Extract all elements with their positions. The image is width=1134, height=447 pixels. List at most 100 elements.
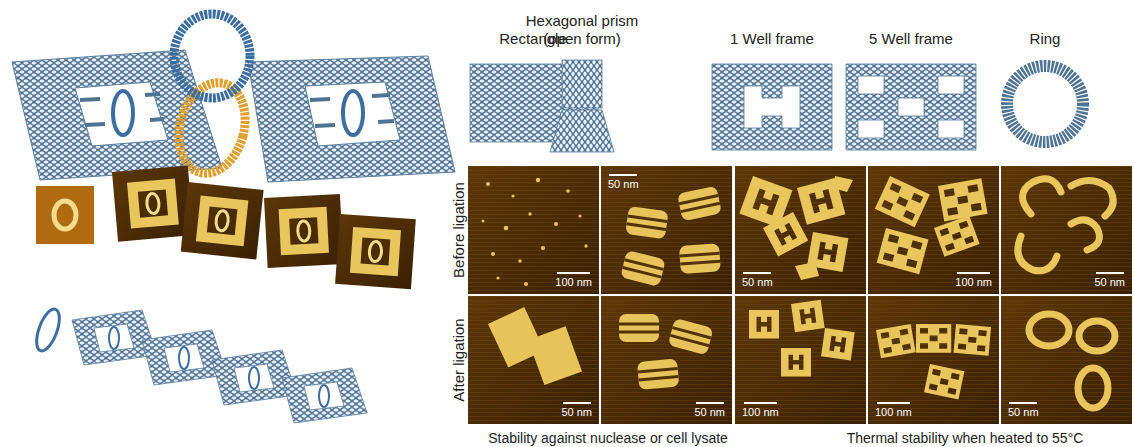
scale-label: 50 nm [694,406,725,419]
afm-image [1079,321,1115,351]
afm-image [468,166,599,294]
afm-panel: 50 nm [468,296,599,424]
afm-image [584,244,587,247]
afm-panel: 50 nm [1001,296,1132,424]
origami-frame [343,91,363,135]
afm-panel: 100 nm [868,296,999,424]
afm-stack [181,182,264,260]
scale-bar [557,272,590,274]
afm-stack [264,194,344,268]
afm-panel: 50 nm [735,166,866,294]
column-header: Hexagonal prism (open form) [517,12,647,48]
catenane-rings [169,75,255,180]
afm-image [528,326,582,385]
afm-image [795,176,853,280]
scale-bar [696,402,724,404]
afm-image [486,182,490,186]
afm-stack [335,214,416,289]
afm-image [541,246,545,250]
scale-bar [877,402,910,404]
afm-panel: 50 nm [1001,166,1132,294]
ring-schematic [1007,66,1083,142]
afm-image [601,296,732,424]
hexagonal-prism-schematic [550,60,614,152]
afm-image [875,176,930,227]
afm-image [868,296,999,424]
caption-text: Stability against nuclease or cell lysat… [488,429,728,447]
afm-image [468,296,599,424]
afm-image [868,166,999,294]
origami-frame [113,91,133,135]
afm-image [625,206,669,239]
afm-stack [36,165,416,289]
afm-image [528,212,531,215]
afm-panel: 50 nm [601,166,732,294]
row-label: After ligation [450,318,468,401]
afm-image [876,324,916,358]
scale-label: 50 nm [1008,406,1039,419]
afm-image [578,214,581,217]
afm-image [953,324,991,356]
afm-image [637,359,679,390]
row-label: Before ligation [450,182,468,278]
afm-image [1001,166,1132,294]
afm-stack [112,165,194,241]
origami-frame [248,56,455,182]
afm-image [601,166,732,294]
afm-image [868,296,999,424]
origami-frame [12,50,222,180]
afm-image [1029,314,1069,346]
afm-image [468,296,599,424]
afm-image [524,282,528,286]
afm-image [1001,296,1132,424]
afm-image [781,348,811,377]
catenane-rings [174,14,250,98]
afm-image [668,318,714,355]
afm-image [1001,166,1132,294]
afm-image [1071,180,1113,216]
afm-image [468,166,599,294]
scale-label: 50 nm [561,406,592,419]
afm-image [1001,296,1132,424]
afm-image [554,222,558,226]
one-well-schematic [712,64,832,150]
origami-frame [310,95,394,126]
scale-label: 100 nm [742,406,779,419]
afm-image [677,186,722,222]
frame-cartoons [32,306,64,354]
afm-image [482,178,588,286]
hexagonal-prism-schematic [550,110,614,152]
column-header: Ring [1030,30,1061,48]
afm-panel: 100 nm [868,166,999,294]
afm-image [934,215,980,257]
afm-image [511,194,514,197]
scale-label: 50 nm [608,178,639,191]
scale-bar [744,402,777,404]
afm-image [468,166,599,294]
afm-image [749,310,779,339]
afm-image [916,324,951,353]
afm-image [1029,314,1115,408]
caption-text: Thermal stability when heated to 55°C [847,429,1084,447]
ring-schematic [1007,66,1083,142]
frame-cartoons [282,368,367,423]
afm-image [868,166,999,294]
afm-image [735,166,866,294]
afm-image [1071,220,1099,250]
hexagonal-prism-schematic [562,60,602,108]
frame-cartoons [142,330,227,385]
afm-image [735,166,866,294]
afm-image [619,314,659,342]
afm-image [735,296,866,424]
column-header: 1 Well frame [730,30,814,48]
frame-cartoons [72,310,157,365]
five-well-schematic [846,64,976,150]
afm-image [1001,166,1132,294]
origami-frame [80,94,164,125]
catenane-rings [169,14,255,181]
afm-panel: 100 nm [468,166,599,294]
afm-image [601,296,732,424]
afm-image [536,178,540,182]
afm-image [679,243,721,274]
